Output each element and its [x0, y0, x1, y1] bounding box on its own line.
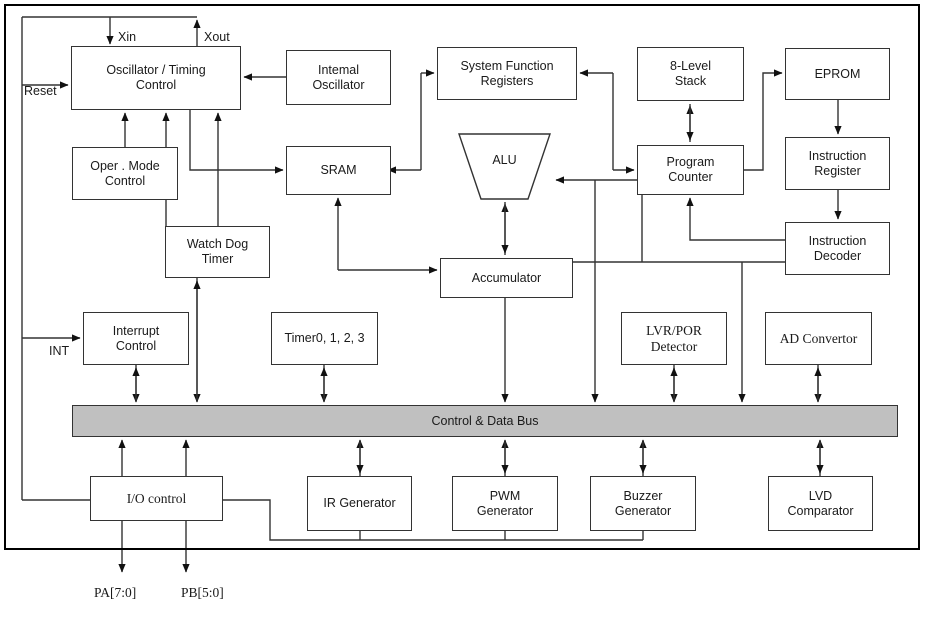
- block-oper-mode-control[interactable]: Oper . Mode Control: [72, 147, 178, 200]
- block-interrupt-control[interactable]: Interrupt Control: [83, 312, 189, 365]
- pin-label-xin: Xin: [118, 30, 137, 44]
- block-buzzer-generator[interactable]: Buzzer Generator: [590, 476, 696, 531]
- block-label: PWM Generator: [476, 488, 534, 518]
- pin-label-xout: Xout: [204, 30, 230, 44]
- pin-label-pa: PA[7:0]: [94, 585, 137, 600]
- block-io-control[interactable]: I/O control: [90, 476, 223, 521]
- block-lvd-comparator[interactable]: LVD Comparator: [768, 476, 873, 531]
- block-timer0-1-2-3[interactable]: Timer0, 1, 2, 3: [271, 312, 378, 365]
- block-instruction-decoder[interactable]: Instruction Decoder: [785, 222, 890, 275]
- block-watch-dog-timer[interactable]: Watch Dog Timer: [165, 226, 270, 278]
- block-accumulator[interactable]: Accumulator: [440, 258, 573, 298]
- block-label: EPROM: [814, 66, 861, 81]
- control-data-bus[interactable]: Control & Data Bus: [72, 405, 898, 437]
- pin-label-reset: Reset: [24, 84, 57, 98]
- block-program-counter[interactable]: Program Counter: [637, 145, 744, 195]
- block-label: Intemal Oscillator: [312, 62, 365, 92]
- block-label: Instruction Register: [808, 148, 867, 178]
- block-label: SRAM: [320, 163, 357, 178]
- block-label: AD Convertor: [779, 330, 858, 346]
- block-label: Timer0, 1, 2, 3: [284, 331, 365, 346]
- block-ad-convertor[interactable]: AD Convertor: [765, 312, 872, 365]
- chip-boundary: [4, 4, 920, 550]
- block-label: Accumulator: [471, 270, 542, 285]
- block-label: Buzzer Generator: [614, 488, 672, 518]
- line-pc-to-eprom: [744, 69, 783, 171]
- pin-label-pb: PB[5:0]: [181, 585, 224, 600]
- block-label: LVR/POR Detector: [646, 322, 702, 354]
- block-alu[interactable]: ALU: [458, 133, 551, 200]
- block-label: Interrupt Control: [112, 323, 160, 353]
- block-label: 8-Level Stack: [670, 59, 711, 88]
- block-pwm-generator[interactable]: PWM Generator: [452, 476, 558, 531]
- line-decoder-to-pc: [686, 197, 785, 241]
- block-system-function-registers[interactable]: System Function Registers: [437, 47, 577, 100]
- block-ir-generator[interactable]: IR Generator: [307, 476, 412, 531]
- block-oscillator-timing-control[interactable]: Oscillator / Timing Control: [71, 46, 241, 110]
- bus-label: Control & Data Bus: [431, 414, 539, 428]
- line-osc-to-sram: [189, 110, 284, 174]
- block-lvr-por-detector[interactable]: LVR/POR Detector: [621, 312, 727, 365]
- block-internal-oscillator[interactable]: Intemal Oscillator: [286, 50, 391, 105]
- block-instruction-register[interactable]: Instruction Register: [785, 137, 890, 190]
- pin-label-int: INT: [49, 344, 70, 358]
- line-io-to-gen-rail: [223, 499, 643, 541]
- alu-trapezoid-shape: [458, 133, 551, 200]
- block-label: Program Counter: [666, 155, 715, 184]
- block-label: Watch Dog Timer: [186, 237, 249, 266]
- block-eprom[interactable]: EPROM: [785, 48, 890, 100]
- block-label: System Function Registers: [460, 58, 554, 88]
- block-label: Instruction Decoder: [808, 233, 867, 263]
- block-label: IR Generator: [323, 496, 396, 511]
- block-8-level-stack[interactable]: 8-Level Stack: [637, 47, 744, 101]
- block-label: Oper . Mode Control: [90, 158, 160, 188]
- block-label: I/O control: [126, 490, 187, 506]
- block-label: LVD Comparator: [787, 488, 854, 518]
- block-label: ALU: [492, 153, 517, 167]
- block-label: Oscillator / Timing Control: [106, 63, 206, 92]
- block-sram[interactable]: SRAM: [286, 146, 391, 195]
